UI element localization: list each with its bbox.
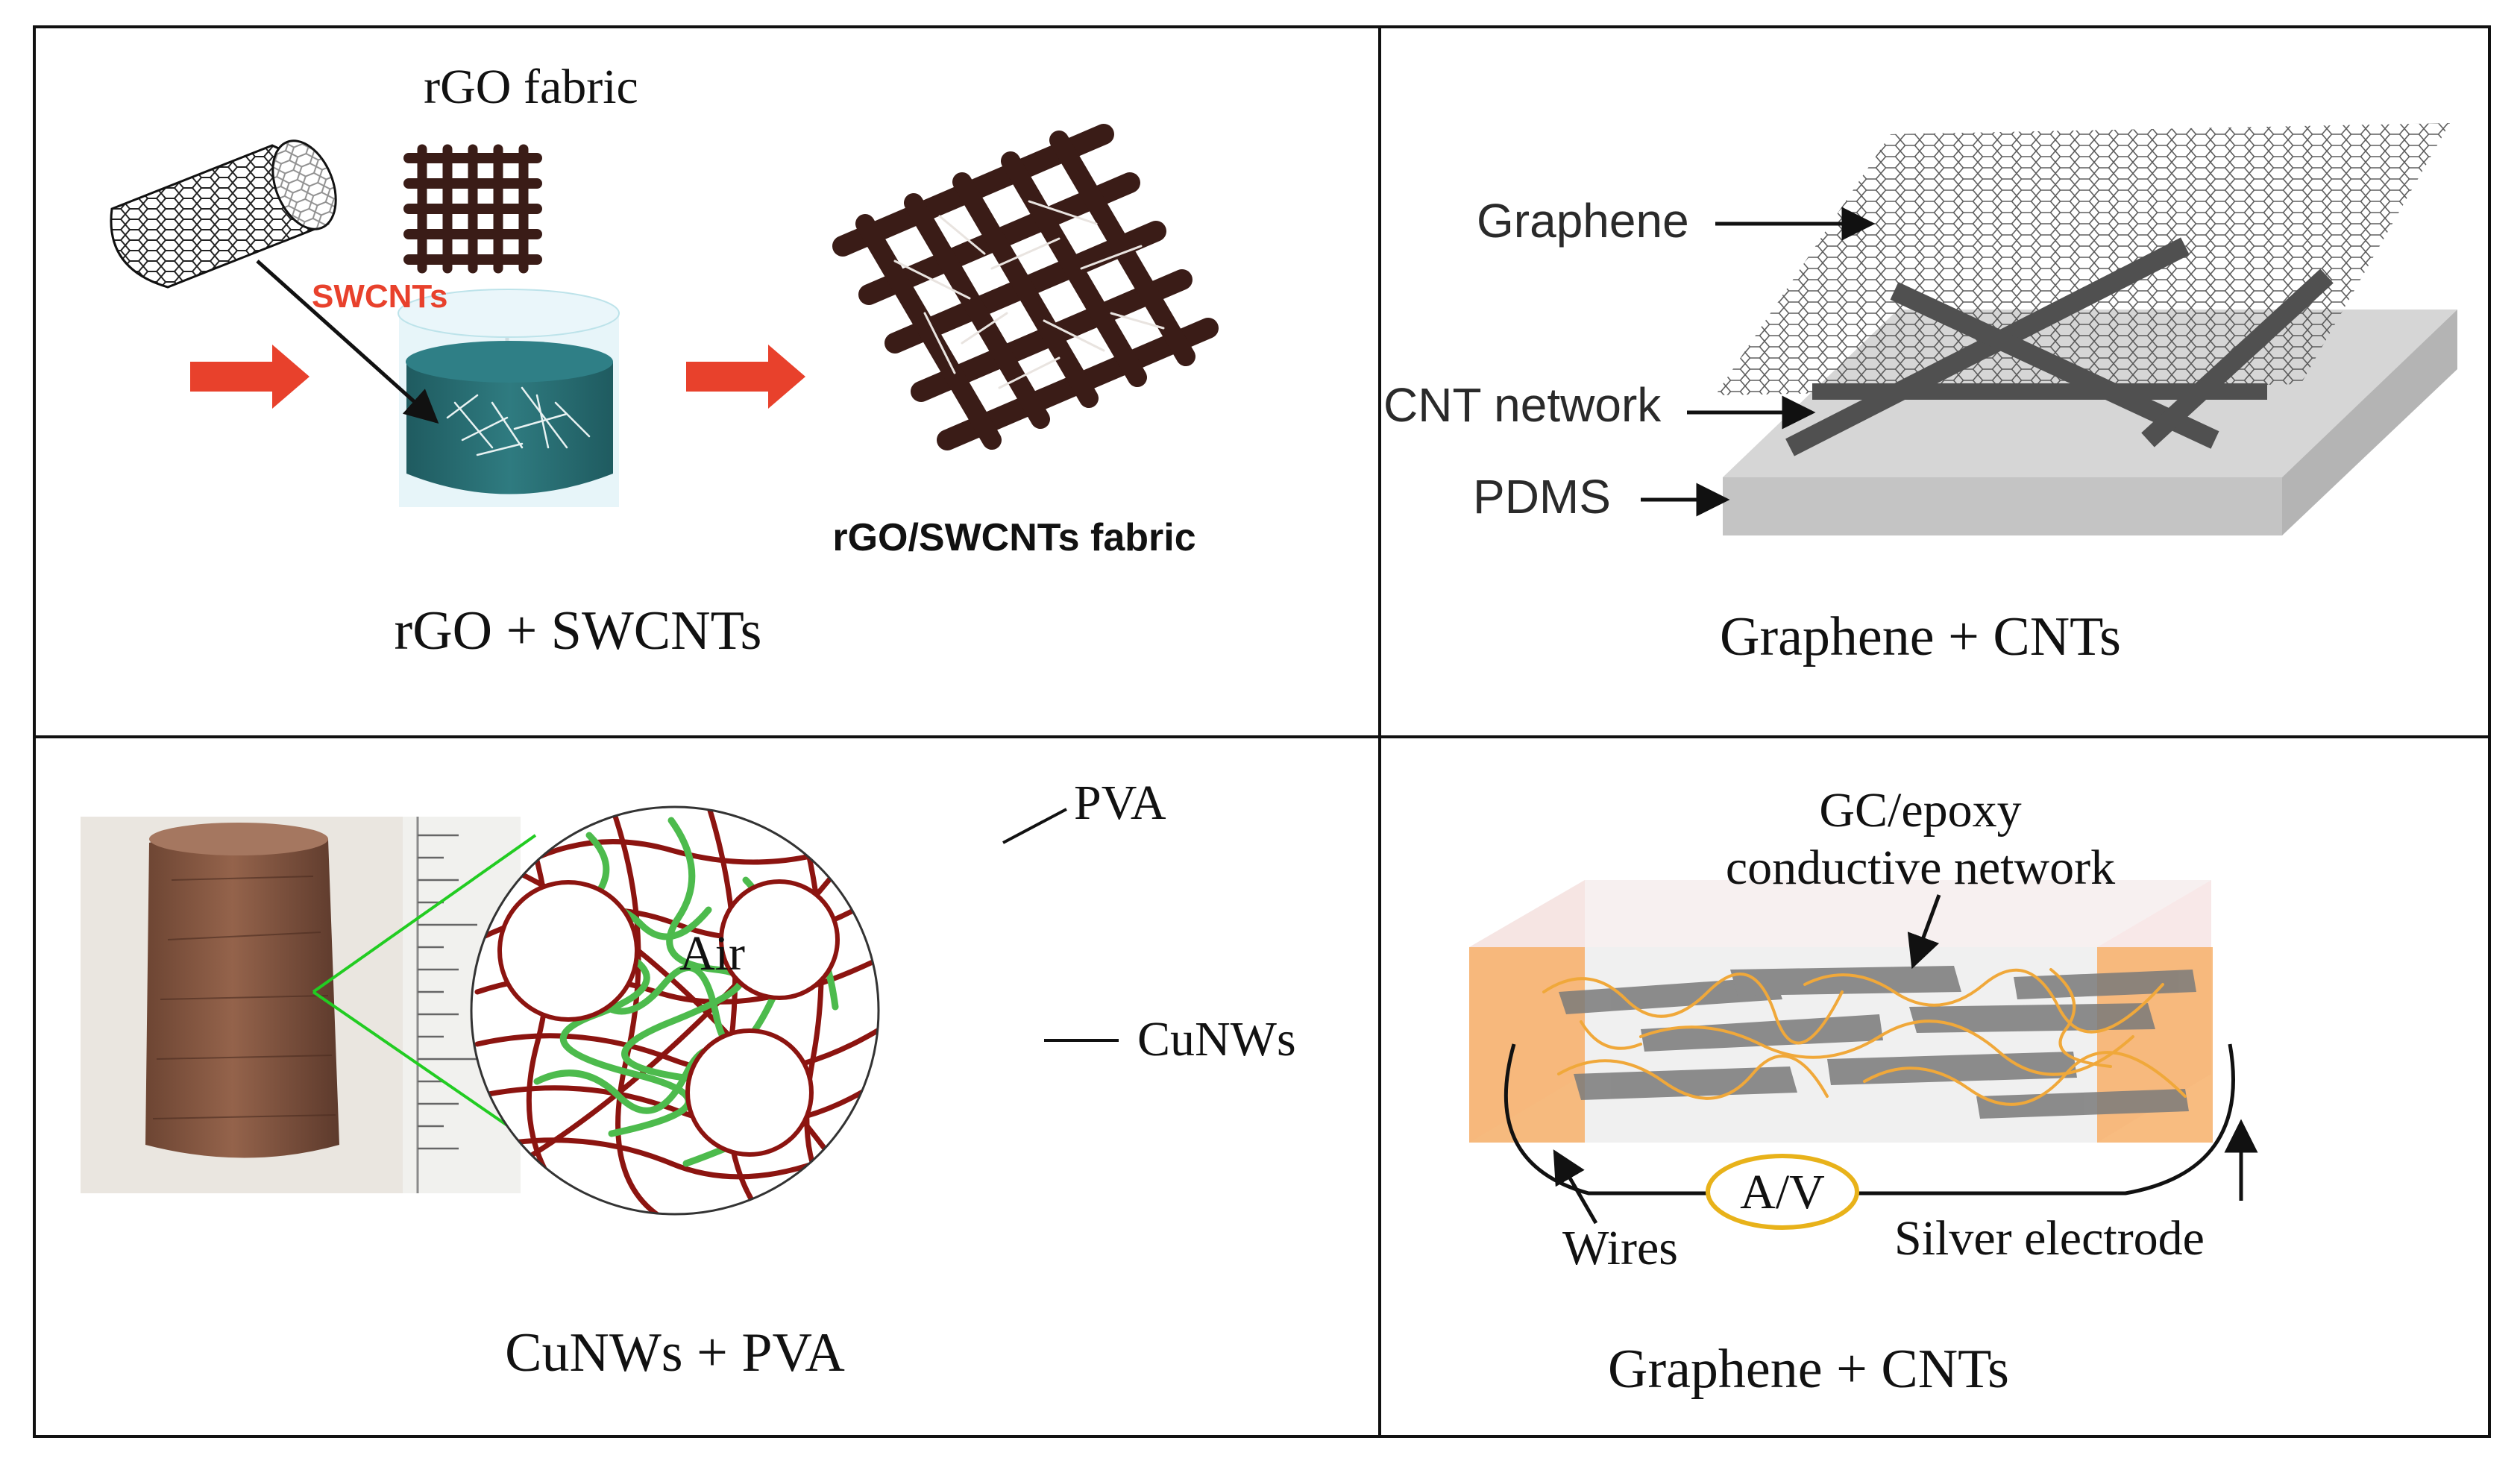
- rgo-swcnts-fabric-large: [832, 124, 1219, 450]
- zoom-lines: [312, 834, 537, 1146]
- arrow-network: [1907, 894, 1941, 970]
- silver-electrode-left: [1469, 947, 1585, 1143]
- pva-label: PVA: [1074, 776, 1166, 830]
- panel-bottom-right: A/V GC/epoxy conductive network Wires Si…: [1469, 783, 2258, 1400]
- cnt-network-label: CNT network: [1383, 378, 1662, 432]
- caption-top-left: rGO + SWCNTs: [395, 600, 762, 662]
- pore-right: [719, 879, 840, 1000]
- rgo-fabric-label: rGO fabric: [424, 60, 638, 114]
- pva-cunws-circle: [470, 805, 880, 1216]
- cuNW-foam-cylinder: [145, 830, 339, 1158]
- panel-frame: [33, 25, 2491, 1438]
- electrode-label: Silver electrode: [1894, 1211, 2205, 1266]
- ruler-illustration: [403, 817, 521, 1193]
- arrow-wires: [1553, 1149, 1598, 1225]
- panel-bottom-left: Air PVA CuNWs CuNWs + PVA: [81, 776, 1296, 1383]
- air-label: Air: [679, 926, 745, 981]
- meter-label: A/V: [1740, 1165, 1825, 1219]
- cnt-network-rods: [1785, 237, 2334, 456]
- cunws-label: CuNWs: [1137, 1012, 1296, 1066]
- cnt-fibers: [1542, 968, 2187, 1106]
- network-label-line2: conductive network: [1726, 841, 2115, 895]
- rgo-swcnts-fabric-label: rGO/SWCNTs fabric: [832, 516, 1195, 559]
- caption-bottom-left: CuNWs + PVA: [505, 1322, 845, 1383]
- red-arrow-middle: [686, 345, 805, 409]
- pdms-label: PDMS: [1473, 470, 1611, 524]
- pva-leader-line: [1002, 808, 1067, 844]
- pore-bottom: [685, 1028, 814, 1157]
- caption-bottom-right: Graphene + CNTs: [1608, 1339, 2009, 1400]
- beaker-illustration: [398, 289, 620, 507]
- wire-circuit: [1503, 1043, 2235, 1196]
- wires-label: Wires: [1562, 1221, 1678, 1275]
- graphene-flakes: [1559, 966, 2196, 1119]
- caption-top-right: Graphene + CNTs: [1720, 606, 2121, 667]
- network-label-line1: GC/epoxy: [1819, 783, 2021, 838]
- graphene-label: Graphene: [1477, 194, 1689, 248]
- panel-top-left: rGO fabric SWCNTs: [110, 60, 1219, 662]
- arrow-swcnts-to-beaker: [256, 260, 439, 424]
- rgo-fabric-small: [403, 144, 542, 274]
- carbon-nanotube-illustration: [110, 139, 337, 289]
- red-arrow-left: [190, 345, 309, 409]
- panel-top-right: Graphene CNT network PDMS Graphene + CNT…: [1383, 123, 2457, 667]
- meter-av: [1706, 1154, 1859, 1230]
- pore-air-left: [497, 880, 639, 1022]
- foam-photo: [81, 817, 521, 1193]
- swcnts-label: SWCNTs: [312, 278, 448, 315]
